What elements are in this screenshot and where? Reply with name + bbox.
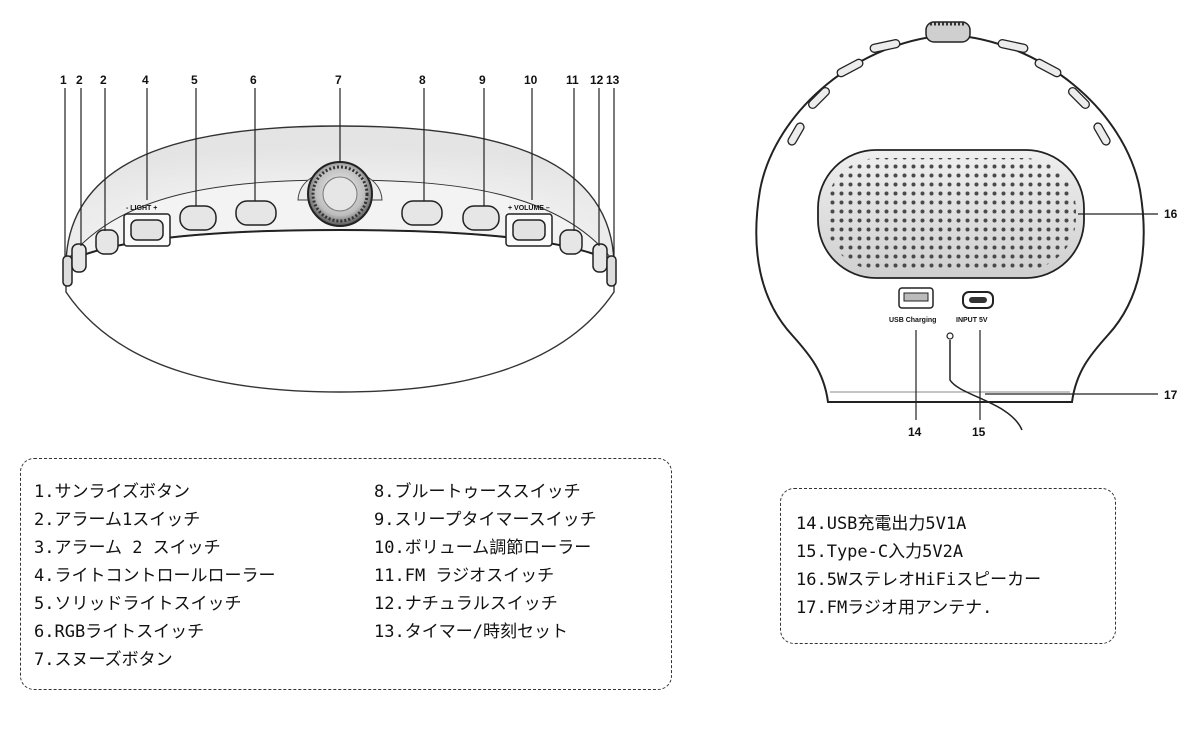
button-solid-light: [179, 205, 217, 231]
front-view: - LIGHT + + VOLUME – 1 2 2 4 5 6 7 8 9 1…: [60, 73, 620, 393]
callout-15: 15: [972, 425, 986, 439]
callout-17: 17: [1164, 388, 1178, 402]
legend-item: 15.Type-C入力5V2A: [796, 542, 964, 562]
input-port-label: INPUT 5V: [956, 317, 988, 324]
legend-item: 5.ソリッドライトスイッチ: [34, 594, 242, 614]
legend-box-back: [780, 488, 1116, 644]
legend-column-left: 1.サンライズボタン 2.アラーム1スイッチ 3.アラーム 2 スイッチ 4.ラ…: [34, 478, 275, 674]
callout-14: 14: [908, 425, 922, 439]
callout-6: 6: [250, 73, 257, 87]
light-label: - LIGHT +: [126, 205, 157, 212]
legend-item: 14.USB充電出力5V1A: [796, 514, 967, 534]
legend-item: 10.ボリューム調節ローラー: [374, 538, 592, 558]
button-alarm1: [71, 243, 87, 273]
callout-10: 10: [524, 73, 538, 87]
button-natural: [592, 243, 608, 273]
callout-12: 12: [590, 73, 604, 87]
top-vents: [787, 39, 1111, 146]
legend-item: 6.RGBライトスイッチ: [34, 622, 205, 642]
button-rgb-light: [235, 200, 277, 226]
callout-2b: 2: [100, 73, 107, 87]
speaker-grill: [826, 158, 1076, 270]
legend-item: 17.FMラジオ用アンテナ.: [796, 598, 993, 618]
callout-16: 16: [1164, 207, 1178, 221]
antenna-wire: [949, 340, 1023, 431]
callout-5: 5: [191, 73, 198, 87]
legend-item: 9.スリープタイマースイッチ: [374, 510, 597, 530]
legend-item: 4.ライトコントロールローラー: [34, 566, 276, 586]
antenna-jack: [946, 332, 954, 340]
legend-item: 2.アラーム1スイッチ: [34, 510, 201, 530]
callout-2a: 2: [76, 73, 83, 87]
usb-port-label: USB Charging: [889, 317, 936, 324]
legend-item: 7.スヌーズボタン: [34, 650, 173, 670]
back-view: USB Charging INPUT 5V 16 17 14 15: [755, 21, 1178, 439]
light-roller: [130, 219, 164, 241]
volume-roller: [512, 219, 546, 241]
button-alarm2: [95, 229, 119, 255]
callout-11: 11: [566, 73, 579, 87]
button-timer-set: [606, 255, 617, 287]
button-sunrise: [62, 255, 73, 287]
callout-9: 9: [479, 73, 486, 87]
legend-box-front: [20, 458, 672, 690]
button-bluetooth: [401, 200, 443, 226]
top-knob: [925, 21, 971, 43]
callout-4: 4: [142, 73, 149, 87]
legend-item: 12.ナチュラルスイッチ: [374, 594, 558, 614]
button-fm-radio: [559, 229, 583, 255]
device-base: [65, 229, 615, 393]
callout-7: 7: [335, 73, 342, 87]
legend-item: 16.5WステレオHiFiスピーカー: [796, 570, 1042, 590]
button-sleep-timer: [462, 205, 500, 231]
legend-item: 3.アラーム 2 スイッチ: [34, 538, 221, 558]
callout-8: 8: [419, 73, 426, 87]
callout-1: 1: [60, 73, 67, 87]
legend-column-middle: 8.ブルートゥーススイッチ 9.スリープタイマースイッチ 10.ボリューム調節ロ…: [374, 478, 597, 646]
legend-item: 8.ブルートゥーススイッチ: [374, 482, 581, 502]
legend-item: 11.FM ラジオスイッチ: [374, 566, 555, 586]
callout-13: 13: [606, 73, 620, 87]
legend-column-right: 14.USB充電出力5V1A 15.Type-C入力5V2A 16.5Wステレオ…: [796, 510, 1041, 622]
volume-label: + VOLUME –: [508, 205, 550, 212]
legend-item: 1.サンライズボタン: [34, 482, 190, 502]
legend-item: 13.タイマー/時刻セット: [374, 622, 568, 642]
